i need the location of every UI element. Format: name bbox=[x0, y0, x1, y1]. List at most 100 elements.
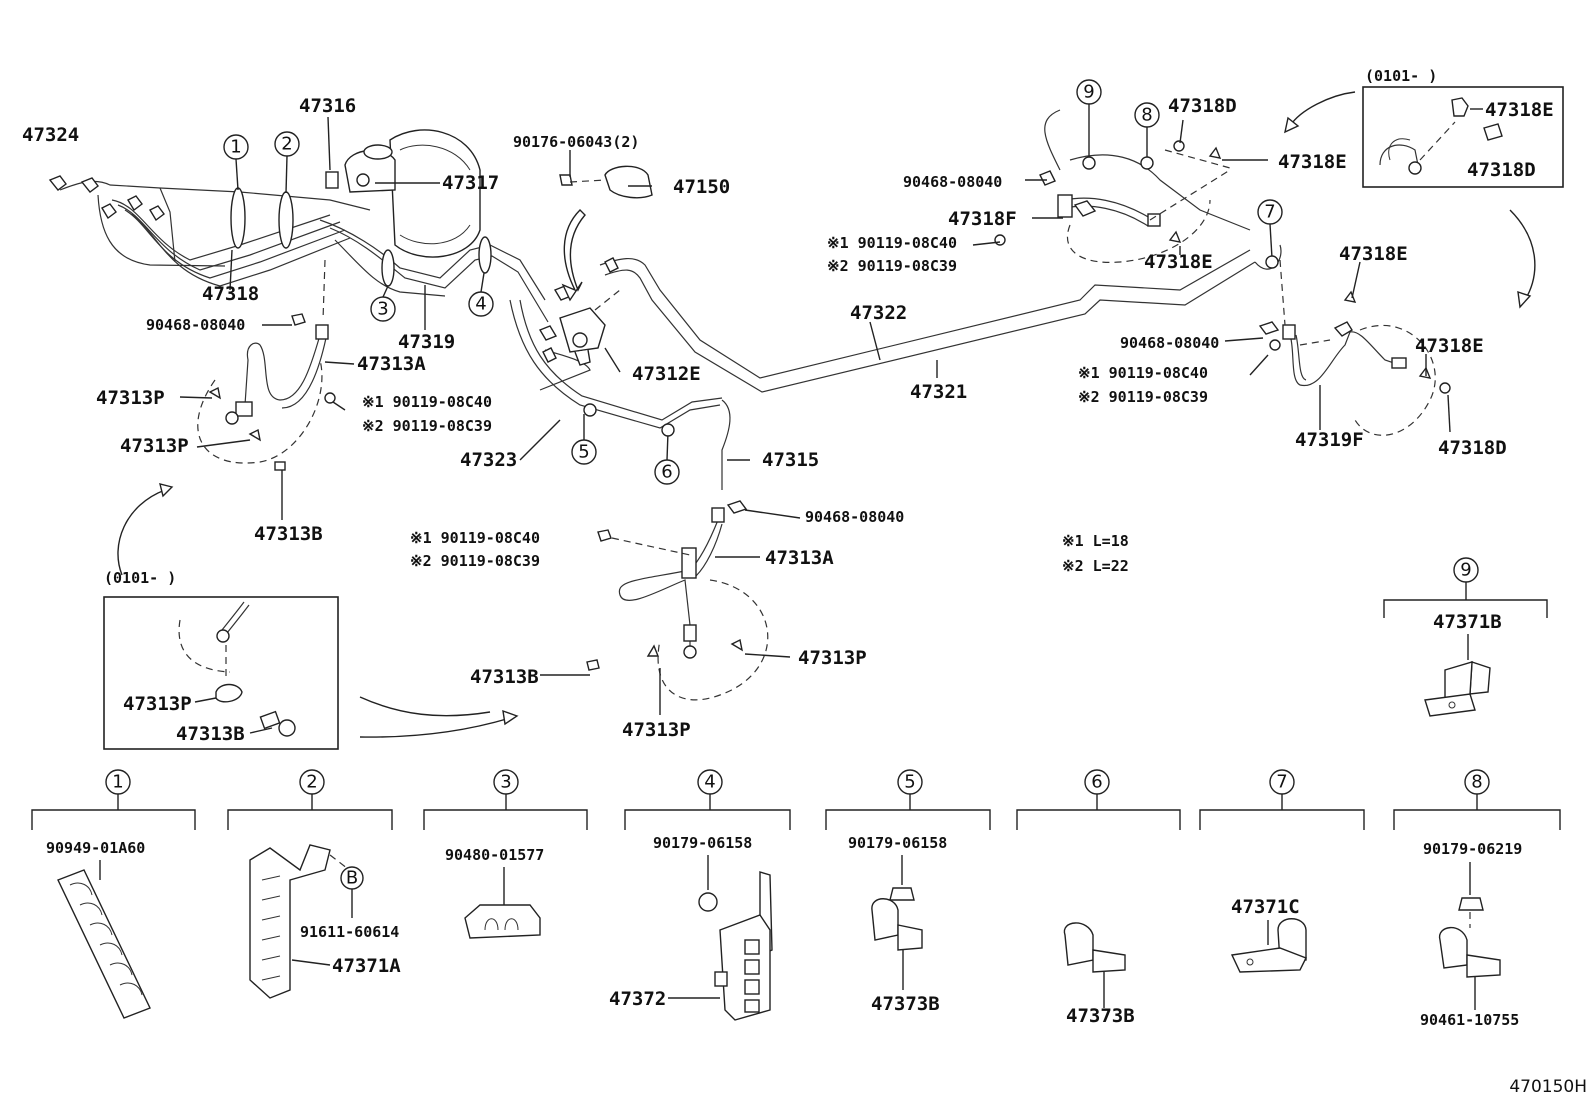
label-47319: 47319 bbox=[398, 331, 455, 353]
label-90119c39-left: ※2 90119-08C39 bbox=[362, 417, 492, 435]
label-90176: 90176-06043(2) bbox=[513, 133, 639, 151]
svg-text:47373B: 47373B bbox=[871, 993, 940, 1015]
label-90119c40-right1: ※1 90119-08C40 bbox=[827, 234, 957, 252]
label-47312E: 47312E bbox=[632, 363, 701, 385]
label-90468-center: 90468-08040 bbox=[805, 508, 904, 526]
right-upper-brake-hose bbox=[994, 140, 1222, 263]
inset-top-right: (0101- ) 47318E 47318D bbox=[1362, 67, 1564, 188]
svg-text:47313P: 47313P bbox=[123, 693, 192, 715]
svg-text:90179-06158: 90179-06158 bbox=[848, 834, 947, 852]
label-47313P-center2: 47313P bbox=[622, 719, 691, 741]
label-47319F: 47319F bbox=[1295, 429, 1364, 451]
main-callouts: 1 2 3 4 5 6 7 8 9 bbox=[223, 79, 1283, 485]
brake-booster bbox=[344, 129, 481, 258]
svg-text:90949-01A60: 90949-01A60 bbox=[46, 839, 145, 857]
label-47313A-center: 47313A bbox=[765, 547, 834, 569]
svg-text:3: 3 bbox=[500, 772, 511, 793]
label-47321: 47321 bbox=[910, 381, 967, 403]
svg-text:47318D: 47318D bbox=[1467, 159, 1536, 181]
detail-9: 9 47371B bbox=[1383, 557, 1548, 717]
label-47324: 47324 bbox=[22, 124, 79, 146]
label-47323: 47323 bbox=[460, 449, 517, 471]
label-47313B-center: 47313B bbox=[470, 666, 539, 688]
label-90468-right1: 90468-08040 bbox=[903, 173, 1002, 191]
detail-6: 6 47373B bbox=[1016, 769, 1181, 1027]
left-brake-hose bbox=[197, 313, 336, 471]
svg-text:4: 4 bbox=[704, 772, 715, 793]
label-47313B-left: 47313B bbox=[254, 523, 323, 545]
svg-text:47318E: 47318E bbox=[1485, 99, 1554, 121]
label-47316: 47316 bbox=[299, 95, 356, 117]
detail-7: 7 47371C bbox=[1199, 769, 1365, 973]
label-47150: 47150 bbox=[673, 176, 730, 198]
label-47318D-right1: 47318D bbox=[1168, 95, 1237, 117]
svg-text:2: 2 bbox=[281, 134, 292, 155]
svg-text:90179-06158: 90179-06158 bbox=[653, 834, 752, 852]
arrow-inset-right1 bbox=[359, 696, 491, 717]
label-90468-right2: 90468-08040 bbox=[1120, 334, 1219, 352]
detail-5: 5 90179-06158 47373B bbox=[825, 769, 991, 1015]
svg-text:47371A: 47371A bbox=[332, 955, 401, 977]
label-47318F: 47318F bbox=[948, 208, 1017, 230]
svg-text:91611-60614: 91611-60614 bbox=[300, 923, 399, 941]
label-90119c40-left: ※1 90119-08C40 bbox=[362, 393, 492, 411]
svg-text:8: 8 bbox=[1471, 772, 1482, 793]
svg-text:(0101- ): (0101- ) bbox=[104, 569, 176, 587]
detail-1: 1 90949-01A60 bbox=[31, 769, 196, 1019]
svg-text:6: 6 bbox=[661, 462, 672, 483]
svg-text:1: 1 bbox=[230, 137, 241, 158]
label-47318E-right2: 47318E bbox=[1278, 151, 1347, 173]
arrow-from-inset bbox=[1509, 209, 1536, 301]
right-lower-brake-hose bbox=[1258, 290, 1451, 436]
svg-text:B: B bbox=[346, 868, 358, 889]
label-47318E-right3: 47318E bbox=[1339, 243, 1408, 265]
arrow-inset-right2 bbox=[359, 717, 511, 738]
svg-text:2: 2 bbox=[306, 772, 317, 793]
label-90119c39-right1: ※2 90119-08C39 bbox=[827, 257, 957, 275]
arrow-to-inset bbox=[1289, 91, 1356, 127]
svg-text:6: 6 bbox=[1091, 772, 1102, 793]
label-47318E-right1: 47318E bbox=[1144, 251, 1213, 273]
note-l22: ※2 L=22 bbox=[1062, 557, 1129, 575]
main-part-labels: 47324 47316 47317 47318 47319 90468-0804… bbox=[22, 95, 1507, 741]
svg-text:47372: 47372 bbox=[609, 988, 666, 1010]
label-47318E-right4: 47318E bbox=[1415, 335, 1484, 357]
svg-text:47313B: 47313B bbox=[176, 723, 245, 745]
svg-text:9: 9 bbox=[1460, 560, 1471, 581]
proportioning-valve bbox=[559, 307, 606, 366]
leader-lines bbox=[179, 116, 1451, 715]
label-47313A-left: 47313A bbox=[357, 353, 426, 375]
arrow-left-up bbox=[117, 489, 166, 576]
svg-text:47373B: 47373B bbox=[1066, 1005, 1135, 1027]
svg-text:90480-01577: 90480-01577 bbox=[445, 846, 544, 864]
svg-text:7: 7 bbox=[1276, 772, 1287, 793]
label-90468-left: 90468-08040 bbox=[146, 316, 245, 334]
svg-text:1: 1 bbox=[112, 772, 123, 793]
label-47322: 47322 bbox=[850, 302, 907, 324]
svg-text:3: 3 bbox=[377, 299, 388, 320]
detail-8: 8 90179-06219 90461-10755 bbox=[1393, 769, 1561, 1029]
note-l18: ※1 L=18 bbox=[1062, 532, 1129, 550]
label-47313P-left2: 47313P bbox=[120, 435, 189, 457]
center-brake-hose bbox=[586, 500, 769, 701]
diagram-code: 470150H bbox=[1509, 1077, 1587, 1097]
label-90119c40-right2: ※1 90119-08C40 bbox=[1078, 364, 1208, 382]
bracket-47150 bbox=[604, 165, 653, 199]
detail-4: 4 90179-06158 47372 bbox=[609, 769, 791, 1021]
svg-text:4: 4 bbox=[475, 294, 486, 315]
svg-text:(0101- ): (0101- ) bbox=[1365, 67, 1437, 85]
svg-text:90461-10755: 90461-10755 bbox=[1420, 1011, 1519, 1029]
label-47318D-right2: 47318D bbox=[1438, 437, 1507, 459]
label-90119c40-center: ※1 90119-08C40 bbox=[410, 529, 540, 547]
label-90119c39-right2: ※2 90119-08C39 bbox=[1078, 388, 1208, 406]
label-47313P-center1: 47313P bbox=[798, 647, 867, 669]
label-47318: 47318 bbox=[202, 283, 259, 305]
label-90119c39-center: ※2 90119-08C39 bbox=[410, 552, 540, 570]
svg-text:9: 9 bbox=[1083, 82, 1094, 103]
svg-text:47371C: 47371C bbox=[1231, 896, 1300, 918]
inset-left: (0101- ) 47313P 47313B bbox=[103, 569, 339, 750]
label-47313P-left1: 47313P bbox=[96, 387, 165, 409]
svg-text:47371B: 47371B bbox=[1433, 611, 1502, 633]
label-47315: 47315 bbox=[762, 449, 819, 471]
